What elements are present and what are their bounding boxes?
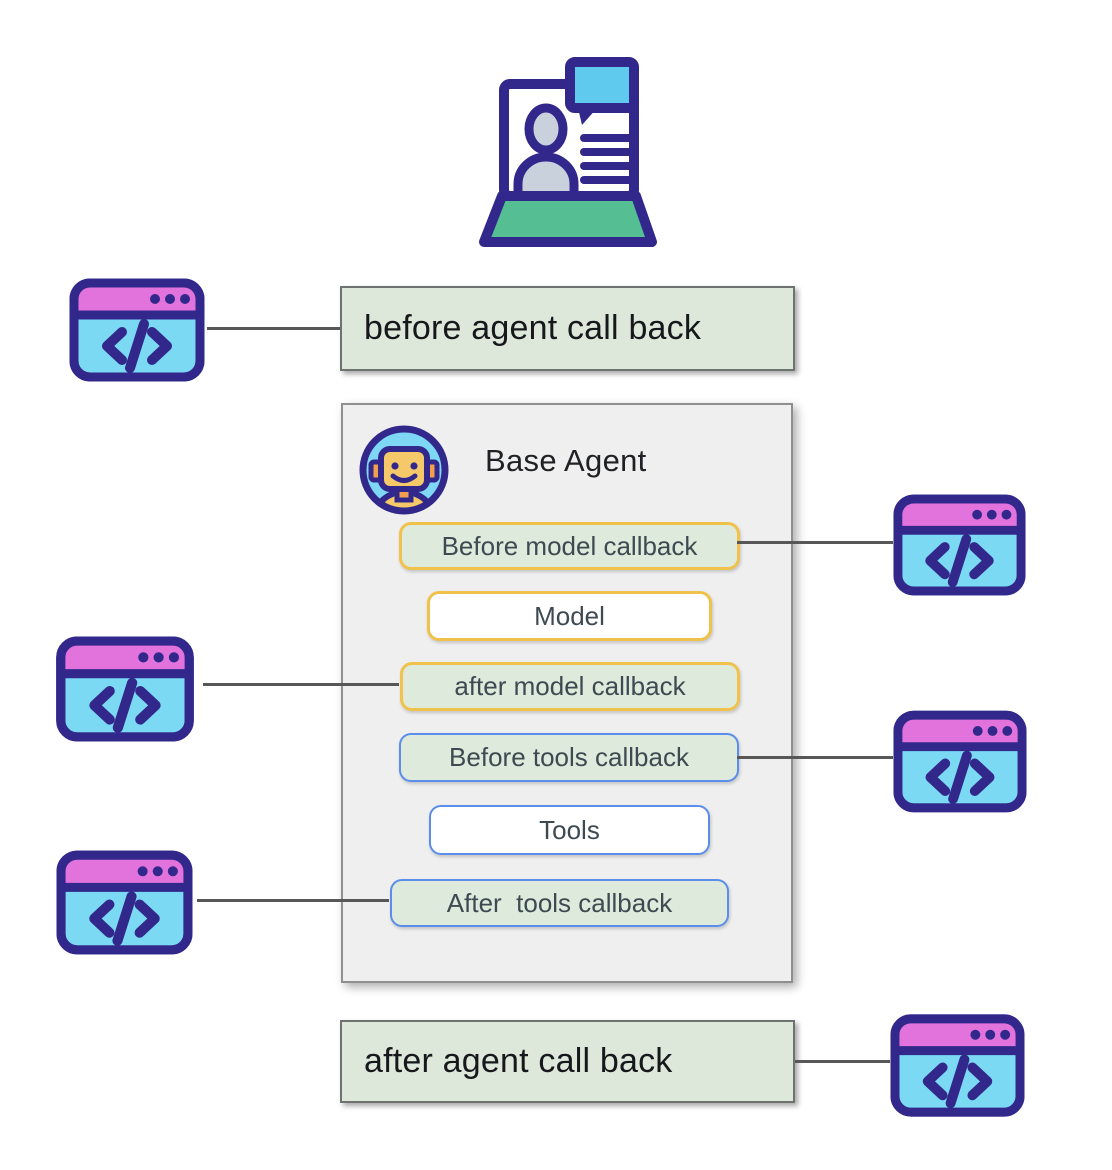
before-model-callback-box: Before model callback — [399, 522, 740, 570]
connector-after-tools — [197, 899, 389, 902]
connector-before-agent — [207, 327, 340, 330]
tools-label: Tools — [539, 814, 600, 845]
after-agent-callback-label: after agent call back — [364, 1042, 673, 1080]
after-model-callback-label: after model callback — [454, 671, 686, 701]
code-window-icon — [890, 1013, 1025, 1123]
before-tools-callback-box: Before tools callback — [399, 733, 739, 782]
after-tools-callback-box: After tools callback — [390, 879, 729, 927]
code-window-icon — [68, 278, 206, 387]
before-agent-callback-label: before agent call back — [364, 309, 702, 347]
connector-after-model — [203, 683, 399, 686]
code-window-icon — [56, 850, 193, 960]
connector-before-tools — [737, 756, 893, 759]
before-agent-callback-box: before agent call back — [340, 286, 795, 371]
base-agent-title: Base Agent — [485, 443, 647, 478]
connector-after-agent — [795, 1060, 890, 1063]
code-window-icon — [55, 636, 195, 747]
after-tools-callback-label: After tools callback — [446, 887, 673, 918]
after-model-callback-box: after model callback — [400, 662, 740, 711]
code-window-icon — [893, 492, 1026, 603]
after-agent-callback-box: after agent call back — [340, 1020, 795, 1103]
model-box: Model — [427, 591, 712, 641]
before-model-callback-label: Before model callback — [441, 530, 698, 561]
laptop-person-chat-icon — [472, 52, 664, 253]
model-label: Model — [534, 600, 605, 631]
code-window-icon — [893, 708, 1027, 820]
tools-box: Tools — [429, 805, 710, 855]
connector-before-model — [737, 541, 893, 544]
before-tools-callback-label: Before tools callback — [449, 742, 689, 772]
robot-face-icon — [359, 425, 449, 520]
base-agent-panel: Base Agent Before model callback Model a… — [341, 403, 793, 983]
